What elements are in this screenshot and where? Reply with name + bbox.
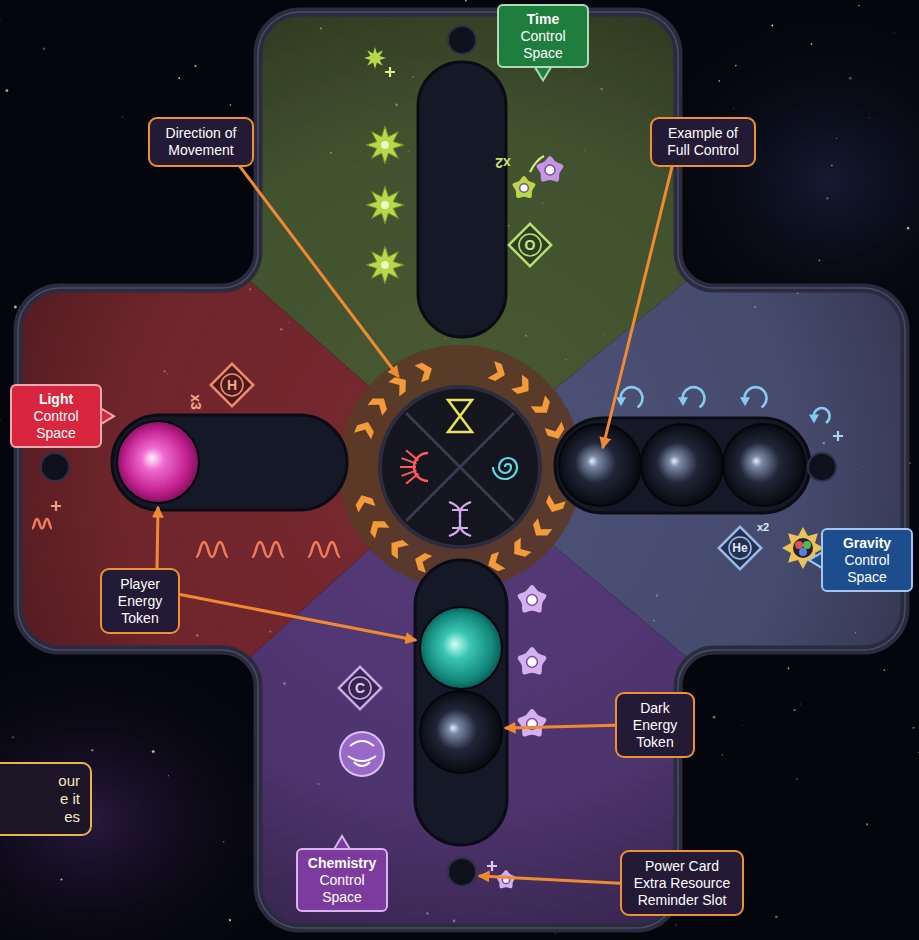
control-space-label: LightControl Space xyxy=(10,384,102,448)
leader-arrow xyxy=(157,508,158,568)
control-space-label: ChemistryControl Space xyxy=(296,848,388,912)
callout-box: Direction of Movement xyxy=(148,117,254,167)
callout-box: Example of Full Control xyxy=(650,117,756,167)
light-slot xyxy=(112,415,347,510)
callout-text: Control Space xyxy=(304,872,380,906)
element-symbol: O xyxy=(525,238,536,252)
control-space-title: Time xyxy=(505,11,581,28)
callout-text: Power Card Extra Resource Reminder Slot xyxy=(630,858,734,908)
multiplier-label: x2 xyxy=(757,522,769,533)
dark-energy-token xyxy=(420,691,502,773)
center-emblem xyxy=(380,387,540,547)
element-symbol: H xyxy=(227,378,237,392)
control-space-title: Gravity xyxy=(829,535,905,552)
note-box: our e it es xyxy=(0,762,92,836)
element-symbol: He xyxy=(732,542,747,554)
callout-text: Direction of Movement xyxy=(158,125,244,159)
time-slot xyxy=(418,62,506,337)
callout-text: Player Energy Token xyxy=(110,576,170,626)
multiplier-label: x2 xyxy=(495,156,511,170)
control-space-label: GravityControl Space xyxy=(821,528,913,592)
gravity-slot xyxy=(555,418,810,513)
movement-ring xyxy=(338,345,582,589)
reminder-slot xyxy=(41,453,69,481)
element-symbol: C xyxy=(355,681,365,695)
direction-chevrons xyxy=(353,360,567,574)
multiplier-label: x3 xyxy=(189,394,203,410)
reminder-slot xyxy=(448,26,476,54)
callout-text: Control Space xyxy=(18,408,94,442)
board-icons xyxy=(32,47,843,888)
leader-arrow xyxy=(603,167,672,447)
callout-text: Example of Full Control xyxy=(660,125,746,159)
callout-box: Power Card Extra Resource Reminder Slot xyxy=(620,850,744,916)
dark-energy-token xyxy=(559,424,641,506)
control-space-title: Light xyxy=(18,391,94,408)
callout-text: Control Space xyxy=(829,552,905,586)
chemistry-slot xyxy=(415,560,507,845)
reminder-slot xyxy=(808,453,836,481)
callout-box: Dark Energy Token xyxy=(615,692,695,758)
dark-energy-token xyxy=(641,424,723,506)
callout-text: our e it es xyxy=(48,772,80,826)
player-energy-token xyxy=(117,421,199,503)
board-border xyxy=(18,12,905,928)
dark-energy-token xyxy=(723,424,805,506)
player-energy-token xyxy=(420,607,502,689)
control-space-label: TimeControl Space xyxy=(497,4,589,68)
callout-text: Control Space xyxy=(505,28,581,62)
leader-arrow xyxy=(480,876,620,883)
leader-arrow xyxy=(506,725,615,728)
callout-box: Player Energy Token xyxy=(100,568,180,634)
leader-arrow xyxy=(180,595,415,640)
callout-text: Dark Energy Token xyxy=(625,700,685,750)
leader-arrow xyxy=(240,167,398,376)
reminder-slot xyxy=(448,858,476,886)
control-space-title: Chemistry xyxy=(304,855,380,872)
